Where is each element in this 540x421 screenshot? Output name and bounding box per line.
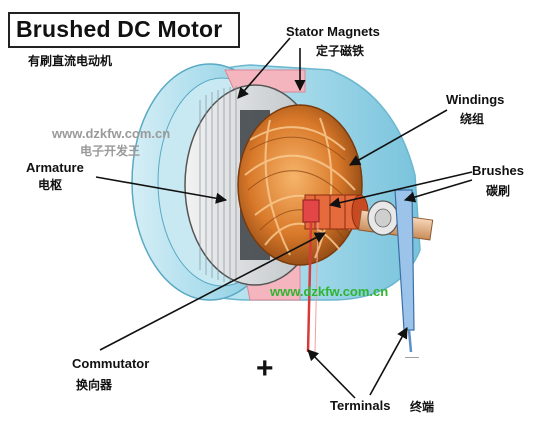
brushes-label: Brushes [472,163,525,178]
brush-red [302,199,320,353]
terminal-arrow-2 [369,327,408,396]
windings-label: Windings [446,92,505,107]
shaft [358,200,434,241]
title-box [8,12,240,48]
terminal-arrow-1 [307,349,356,399]
watermark-bottom-site: www.dzkfw.com.cn [270,284,389,299]
windings [237,104,363,266]
watermark-top-zh: 电子开发王 [80,144,141,158]
diagram-title-zh: 有刷直流电动机 [28,54,113,68]
armature-label-zh: 电枢 [38,178,63,192]
armature-arrow [95,176,228,204]
commutator-label: Commutator [72,356,150,371]
brush-blue [394,189,415,353]
windings-arrow [349,109,448,166]
brushes-label-zh: 碳刷 [486,184,511,198]
diagram-title: Brushed DC Motor [16,16,223,42]
brushes-arrow-2 [403,179,473,203]
leader-lines [95,37,473,399]
negative-terminal-sign: — [405,348,419,364]
stator-magnets-arrow [237,37,291,99]
commutator-arrow [99,232,326,351]
windings-label-zh: 绕组 [460,112,485,126]
stator-magnets-label-zh: 定子磁铁 [316,44,365,58]
commutator-label-zh: 换向器 [76,378,113,392]
terminals-label-zh: 终端 [410,400,435,414]
positive-terminal-sign: + [256,352,274,385]
brushes-arrow-1 [328,171,473,209]
watermark-top-site: www.dzkfw.com.cn [52,126,171,141]
terminals-label: Terminals [330,398,391,413]
stator-magnets-label: Stator Magnets [286,24,380,39]
armature-label: Armature [26,160,84,175]
